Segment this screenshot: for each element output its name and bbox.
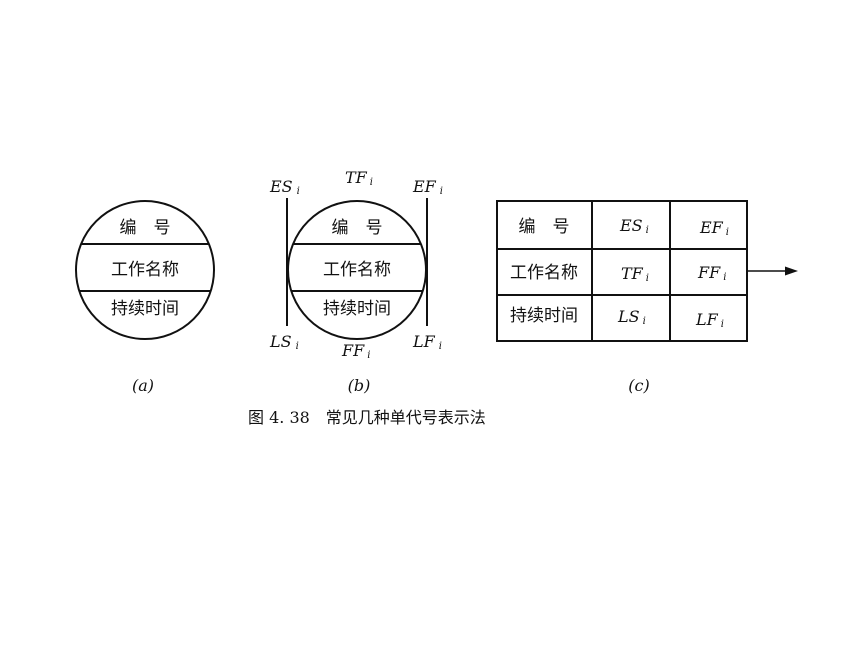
node-circle-a	[75, 200, 215, 340]
node-a-name: 工作名称	[111, 260, 179, 280]
figure-c-label: (c)	[628, 376, 649, 395]
arrow-head-icon	[785, 266, 798, 276]
cell-name: 工作名称	[510, 263, 578, 283]
cell-number: 编 号	[519, 217, 570, 237]
node-b-name: 工作名称	[323, 260, 391, 280]
node-a-duration: 持续时间	[111, 299, 179, 319]
figure-a: 编 号 工作名称 持续时间 (a)	[75, 200, 215, 395]
node-a-number: 编 号	[120, 218, 171, 238]
figure-caption: 图 4. 38 常见几种单代号表示法	[248, 408, 486, 427]
cell-duration: 持续时间	[510, 306, 578, 326]
figure-b-label: (b)	[348, 376, 371, 395]
node-b-duration: 持续时间	[323, 299, 391, 319]
node-b-number: 编 号	[332, 218, 383, 238]
figure-a-label: (a)	[132, 376, 154, 395]
